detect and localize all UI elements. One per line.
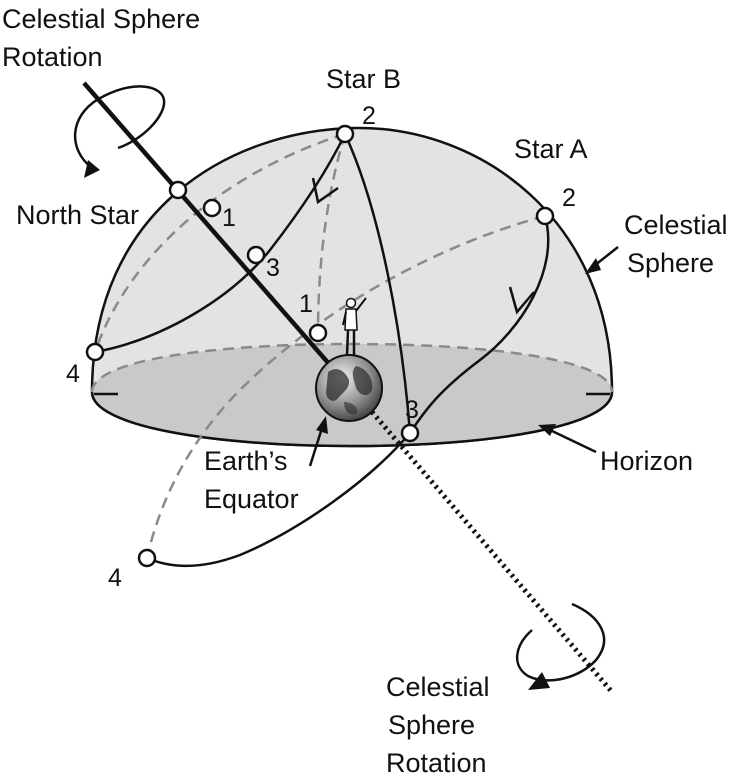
earths-equator-label-line2: Equator: [204, 484, 299, 514]
star-b-position-1-marker: [202, 198, 222, 218]
star-b-position-2-label: 2: [362, 102, 376, 130]
star-a-position-1-marker: [308, 323, 328, 343]
celestial-sphere-pointer-head: [585, 258, 601, 274]
rotation-label-top-line1: Celestial Sphere: [2, 4, 200, 34]
star-a-position-4-label: 4: [108, 564, 122, 592]
horizon-back-edge: [90, 342, 614, 393]
earth-globe: [315, 354, 383, 422]
star-a-below-horizon-path: [146, 432, 411, 568]
star-b-visible-path: [94, 133, 347, 354]
star-a-position-3-label: 3: [405, 396, 419, 424]
rotation-arrowhead-top: [84, 160, 100, 178]
rotation-loop-top: [73, 85, 166, 169]
rotation-label-bottom-line2: Sphere: [388, 710, 475, 740]
rotation-label-top-line2: Rotation: [2, 42, 103, 72]
star-b-position-1-label: 1: [222, 204, 236, 232]
horizon-label: Horizon: [600, 446, 693, 476]
rotation-label-bottom-line3: Rotation: [386, 748, 487, 778]
star-b-position-4-marker: [85, 342, 105, 362]
star-a-position-3-marker: [400, 423, 420, 443]
rotation-label-bottom-line1: Celestial: [386, 672, 490, 702]
meridian-hidden-path: [316, 133, 347, 334]
star-b-position-4-label: 4: [66, 360, 80, 388]
earths-equator-label-line1: Earth’s: [204, 446, 288, 476]
star-b-label: Star B: [326, 64, 401, 94]
rotation-axis-south: [370, 410, 614, 694]
rotation-loop-bottom: [516, 602, 606, 682]
rotation-arrowhead-bottom: [528, 672, 550, 690]
star-a-visible-path: [408, 215, 550, 434]
horizon-pointer-head: [538, 424, 556, 436]
celestial-sphere-label-line1: Celestial: [624, 210, 728, 240]
equator-pointer-head: [316, 416, 328, 434]
star-a-position-2-label: 2: [562, 184, 576, 212]
rotation-axis-north: [82, 81, 332, 367]
star-b-position-3-label: 3: [266, 254, 280, 282]
star-a-position-4-marker: [137, 548, 157, 568]
star-a-position-1-label: 1: [299, 290, 313, 318]
celestial-sphere-label-line2: Sphere: [627, 248, 714, 278]
horizon-pointer: [549, 428, 597, 454]
star-b-position-3-marker: [246, 245, 266, 265]
star-b-direction-arrow: [311, 177, 339, 205]
north-star-label: North Star: [16, 200, 139, 230]
star-a-direction-arrow: [508, 286, 535, 315]
star-a-position-2-marker: [535, 206, 555, 226]
meridian-visible-path: [343, 133, 412, 434]
star-a-label: Star A: [514, 134, 588, 164]
north-star-marker: [168, 180, 188, 200]
equator-pointer: [308, 427, 324, 467]
star-b-position-2-marker: [335, 124, 355, 144]
observer-figure: [342, 297, 367, 357]
horizon-front-edge: [90, 391, 614, 448]
